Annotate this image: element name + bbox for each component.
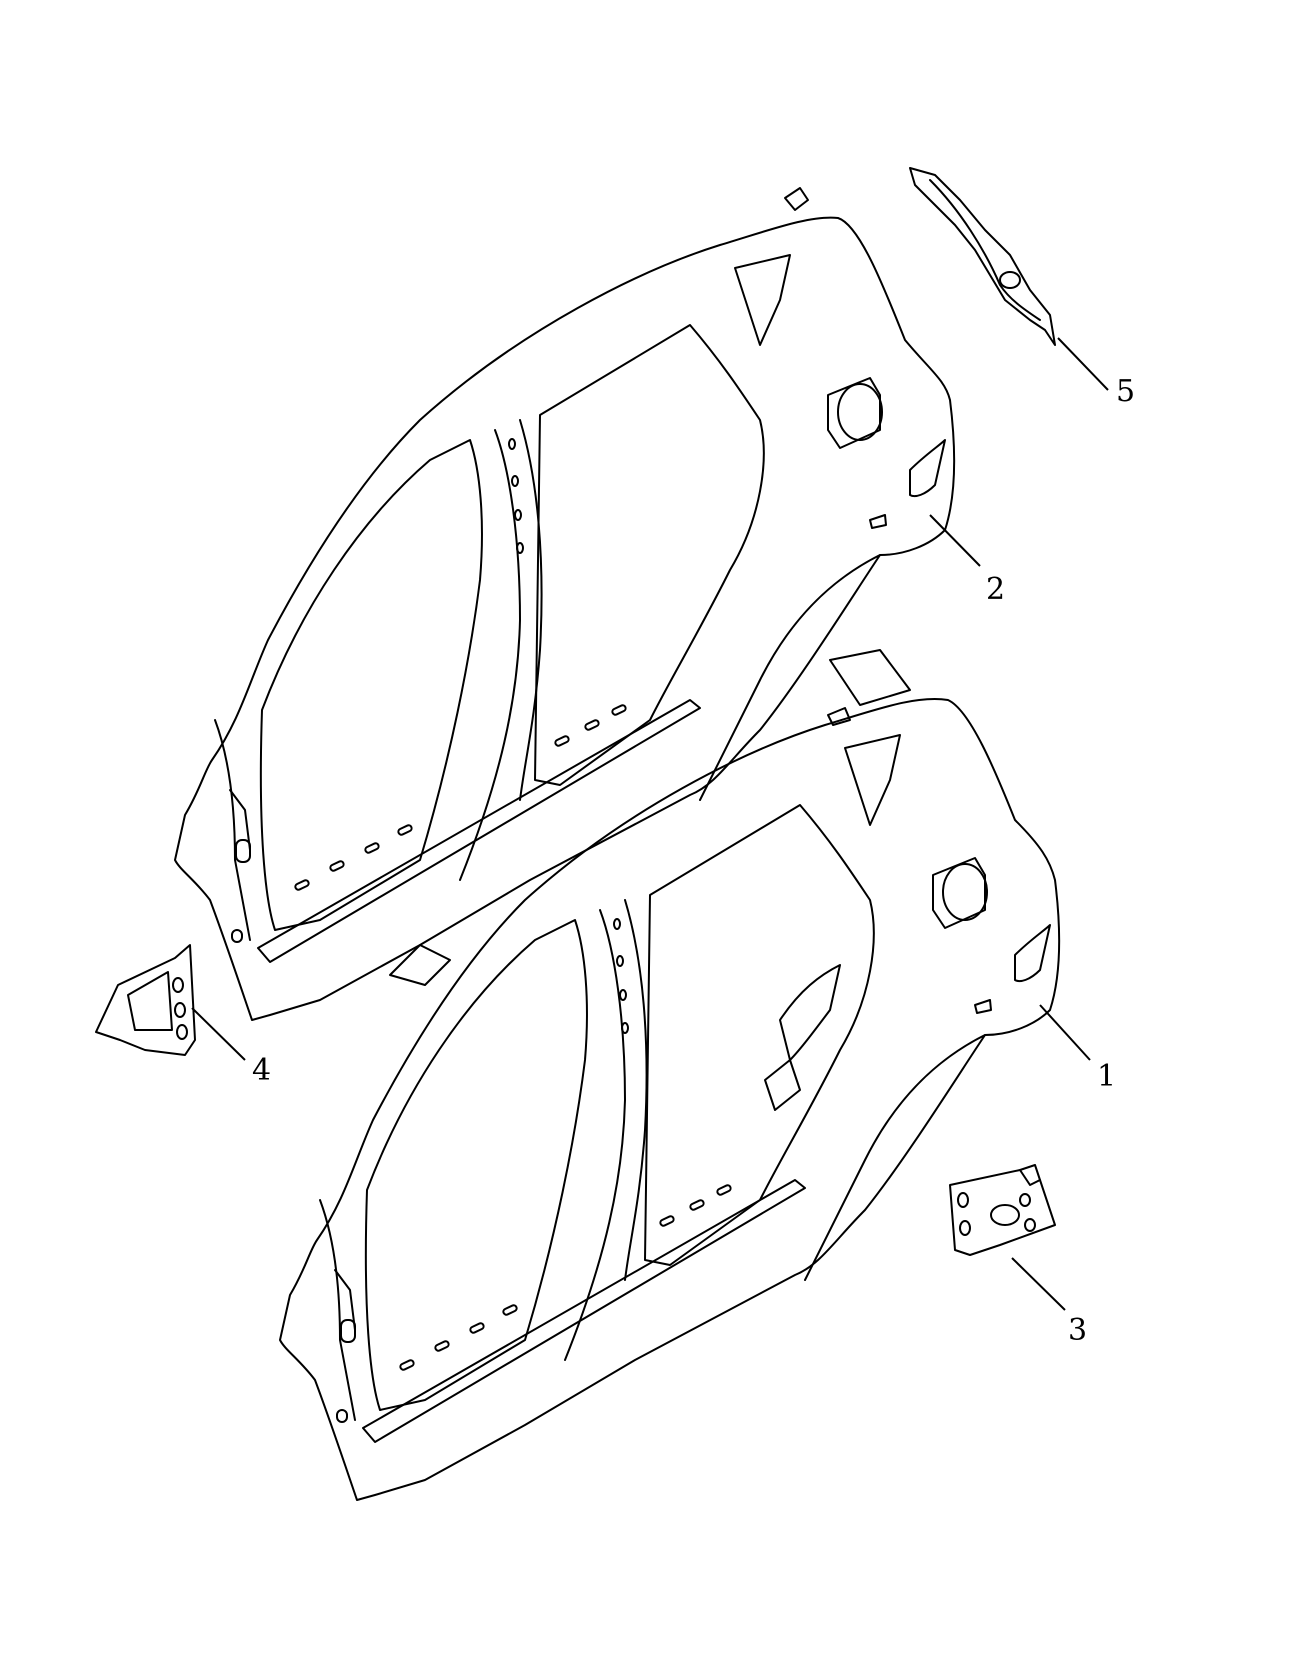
callout-2: 2	[986, 572, 1005, 607]
bracket-part-3	[949, 1164, 1056, 1256]
leader-line-1	[1039, 1004, 1091, 1061]
leader-line-5	[1057, 337, 1109, 391]
leader-line-2	[929, 514, 981, 567]
reinforcement-part-5	[909, 167, 1056, 346]
callout-5: 5	[1116, 374, 1135, 409]
leader-line-3	[1011, 1257, 1066, 1311]
callout-3: 3	[1068, 1313, 1087, 1348]
leader-line-4	[191, 1007, 246, 1061]
body-side-panel-lower	[279, 649, 1061, 1501]
callout-4: 4	[252, 1053, 271, 1088]
bracket-part-4	[95, 944, 196, 1056]
body-side-panel-upper	[174, 187, 956, 1021]
callout-1: 1	[1097, 1059, 1116, 1094]
